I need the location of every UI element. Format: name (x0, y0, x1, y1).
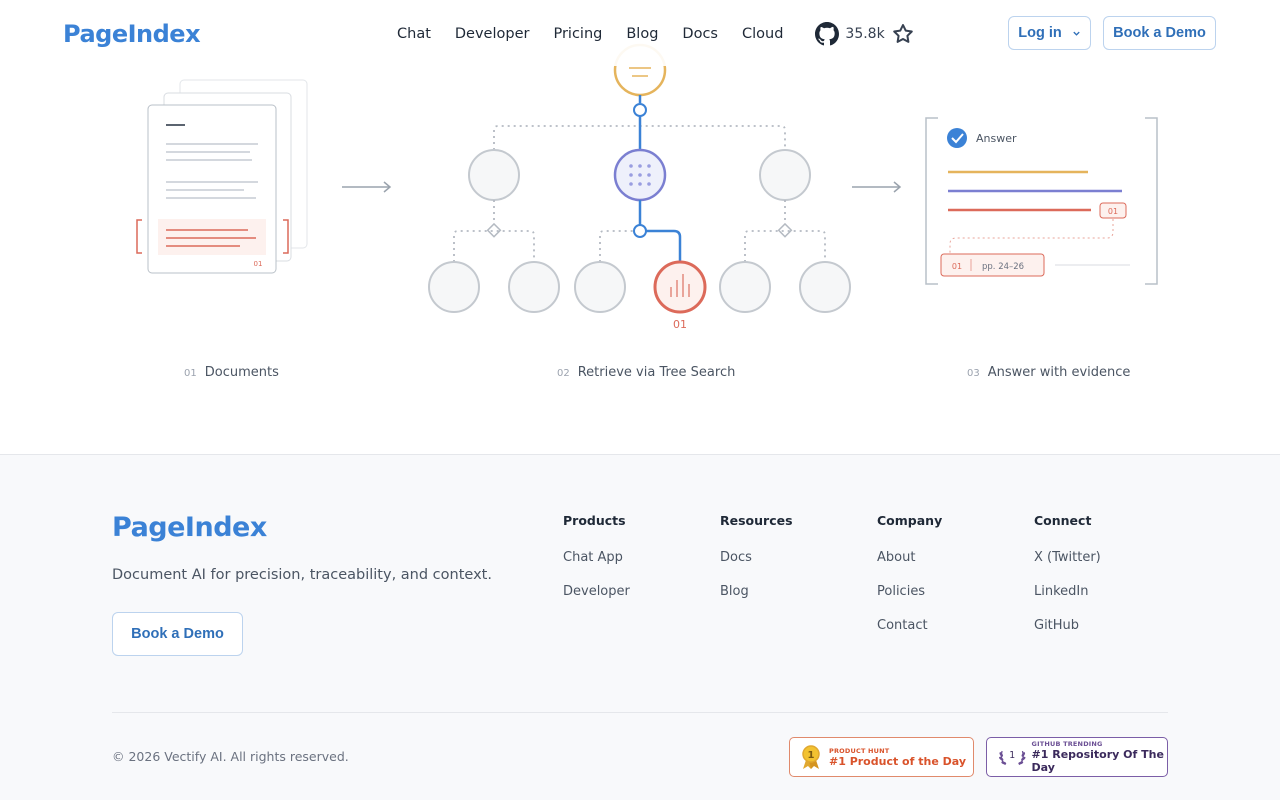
step-number: 03 (967, 368, 980, 379)
nav-pricing[interactable]: Pricing (553, 26, 603, 42)
step-answer: 03 Answer with evidence (967, 365, 1130, 380)
star-icon (892, 24, 913, 43)
citation-pages: pp. 24–26 (982, 262, 1024, 272)
footer-col-company: Company About Policies Contact (877, 513, 942, 652)
documents-graphic: 01 (136, 79, 308, 274)
ref-tag: 01 (1108, 207, 1118, 216)
footer-link-chat-app[interactable]: Chat App (563, 550, 623, 565)
github-link[interactable]: 35.8k (815, 22, 914, 46)
arrow-icon (342, 181, 392, 193)
check-icon (947, 128, 967, 148)
footer-link-linkedin[interactable]: LinkedIn (1034, 584, 1089, 599)
answer-label: Answer (976, 132, 1017, 145)
citation-num: 01 (952, 262, 962, 271)
login-label: Log in (1018, 25, 1062, 41)
footer-link-blog[interactable]: Blog (720, 584, 749, 599)
footer-divider (112, 712, 1168, 713)
footer: PageIndex Document AI for precision, tra… (0, 454, 1280, 800)
producthunt-badge[interactable]: 1 PRODUCT HUNT #1 Product of the Day (789, 737, 974, 777)
footer-col-title: Connect (1034, 513, 1092, 528)
answer-graphic: Answer 01 01 pp. 24–26 (925, 117, 1158, 285)
footer-link-docs[interactable]: Docs (720, 550, 752, 565)
footer-link-about[interactable]: About (877, 550, 916, 565)
footer-tagline: Document AI for precision, traceability,… (112, 567, 492, 583)
footer-col-products: Products Chat App Developer (563, 513, 630, 618)
nav-chat[interactable]: Chat (397, 26, 431, 42)
footer-col-resources: Resources Docs Blog (720, 513, 793, 618)
logo[interactable]: PageIndex (63, 20, 201, 48)
step-documents: 01 Documents (184, 365, 279, 380)
github-trending-small: GITHUB TRENDING (1031, 740, 1103, 748)
footer-link-twitter[interactable]: X (Twitter) (1034, 550, 1101, 565)
footer-col-title: Resources (720, 513, 793, 528)
footer-col-connect: Connect X (Twitter) LinkedIn GitHub (1034, 513, 1101, 652)
login-button[interactable]: Log in (1008, 16, 1091, 50)
nav-blog[interactable]: Blog (626, 26, 659, 42)
step-number: 02 (557, 368, 570, 379)
tree-graphic: 01 (428, 43, 851, 331)
github-trending-badge[interactable]: 1 GITHUB TRENDING #1 Repository Of The D… (986, 737, 1168, 777)
footer-link-github[interactable]: GitHub (1034, 618, 1080, 633)
step-label: Answer with evidence (987, 365, 1131, 380)
github-trending-title: #1 Repository Of The Day (1031, 748, 1164, 774)
doc-tag: 01 (254, 260, 263, 268)
illustration-svg: 01 (136, 43, 1158, 331)
node-label: 01 (673, 318, 687, 331)
step-retrieve: 02 Retrieve via Tree Search (557, 365, 735, 380)
producthunt-small: PRODUCT HUNT (829, 746, 890, 755)
nav-cloud[interactable]: Cloud (741, 26, 784, 42)
copyright: © 2026 Vectify AI. All rights reserved. (112, 749, 349, 764)
producthunt-title: #1 Product of the Day (829, 754, 966, 768)
chevron-down-icon (1073, 31, 1080, 36)
github-trending-rank: 1 (1009, 750, 1015, 761)
footer-col-title: Company (877, 513, 943, 528)
footer-book-demo-button[interactable]: Book a Demo (112, 612, 243, 656)
book-demo-button[interactable]: Book a Demo (1103, 16, 1216, 50)
nav-docs[interactable]: Docs (682, 26, 718, 42)
main-nav: Chat Developer Pricing Blog Docs Cloud 3… (397, 22, 915, 46)
arrow-icon (852, 181, 902, 193)
top-navbar: PageIndex Chat Developer Pricing Blog Do… (0, 0, 1280, 66)
footer-link-policies[interactable]: Policies (877, 584, 926, 599)
nav-developer[interactable]: Developer (454, 26, 530, 42)
footer-link-contact[interactable]: Contact (877, 618, 928, 633)
laurel-icon: 1 (999, 750, 1026, 766)
step-label: Retrieve via Tree Search (577, 365, 736, 380)
producthunt-rank: 1 (808, 750, 815, 761)
step-label: Documents (204, 365, 279, 380)
step-number: 01 (184, 368, 197, 379)
tree-search-illustration: 01 (136, 43, 1158, 380)
github-icon (815, 22, 840, 46)
footer-link-developer[interactable]: Developer (563, 584, 630, 599)
medal-icon: 1 (802, 745, 820, 769)
footer-col-title: Products (563, 513, 626, 528)
footer-logo[interactable]: PageIndex (112, 512, 267, 543)
github-stars: 35.8k (845, 26, 885, 42)
